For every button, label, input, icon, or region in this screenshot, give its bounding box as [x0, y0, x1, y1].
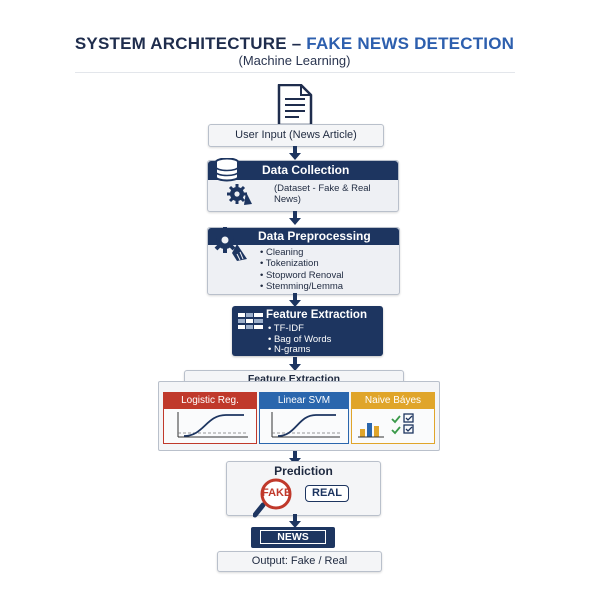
title-accent: FAKE NEWS DETECTION	[306, 34, 515, 53]
matrix-icon	[238, 313, 263, 329]
feature-extraction-title: Feature Extraction	[266, 309, 367, 321]
news-screen: NEWS	[260, 530, 326, 544]
real-label: REAL	[305, 485, 349, 502]
sigmoid-chart-icon	[271, 412, 340, 438]
feature-list: • TF-IDF • Bag of Words • N-grams	[268, 323, 332, 356]
preprocessing-list: • Cleaning • Tokenization • Stopword Ren…	[260, 247, 396, 292]
title-divider	[75, 72, 515, 73]
diagram-subtitle: (Machine Learning)	[238, 53, 351, 68]
fake-label: FAKE	[262, 487, 292, 499]
list-item: • Cleaning	[260, 247, 304, 258]
arrow-down-icon	[289, 514, 301, 528]
bar-checklist-icon	[358, 413, 414, 438]
magnifier-icon	[253, 478, 292, 518]
data-preprocessing-card: Data Preprocessing • Cleaning • Tokeniza…	[207, 227, 400, 295]
model-logistic-regression: Logistic Reg.	[163, 392, 257, 444]
list-item: • Stopword Renoval	[260, 269, 344, 281]
model-label: Logistic Reg.	[164, 393, 256, 409]
model-linear-svm: Linear SVM	[259, 392, 349, 444]
diagram-title: SYSTEM ARCHITECTURE – FAKE NEWS DETECTIO…	[0, 34, 589, 54]
output-box: Output: Fake / Real	[217, 551, 382, 572]
prediction-card: Prediction	[226, 461, 381, 516]
user-input-label: User Input (News Article)	[235, 129, 357, 141]
arrow-down-icon	[289, 146, 301, 160]
model-label: Linear SVM	[260, 393, 348, 409]
database-icon	[215, 158, 239, 182]
gear-broom-icon	[227, 184, 252, 205]
model-naive-bayes: Naive Báyes	[351, 392, 435, 444]
model-label: Naive Báyes	[352, 393, 434, 409]
list-item: • TF-IDF	[268, 323, 304, 334]
document-icon	[277, 84, 313, 126]
list-item: • Tokenization	[260, 258, 319, 270]
arrow-down-icon	[289, 293, 301, 307]
data-collection-desc: (Dataset - Fake & Real News)	[274, 183, 371, 205]
arrow-down-icon	[289, 211, 301, 225]
list-item: • Bag of Words	[268, 333, 332, 345]
data-collection-title: Data Collection	[208, 161, 398, 180]
list-item: • N-grams	[268, 344, 311, 355]
title-main: SYSTEM ARCHITECTURE –	[74, 34, 307, 53]
arrow-down-icon	[289, 357, 301, 371]
sigmoid-chart-icon	[177, 412, 248, 438]
output-label: Output: Fake / Real	[251, 555, 348, 567]
user-input-box: User Input (News Article)	[208, 124, 384, 147]
list-item: • Stemming/Lemma	[260, 280, 344, 292]
prediction-title: Prediction	[274, 464, 333, 478]
data-preprocessing-title: Data Preprocessing	[208, 228, 399, 245]
gear-broom-icon	[212, 227, 247, 261]
news-monitor: NEWS	[251, 527, 335, 548]
